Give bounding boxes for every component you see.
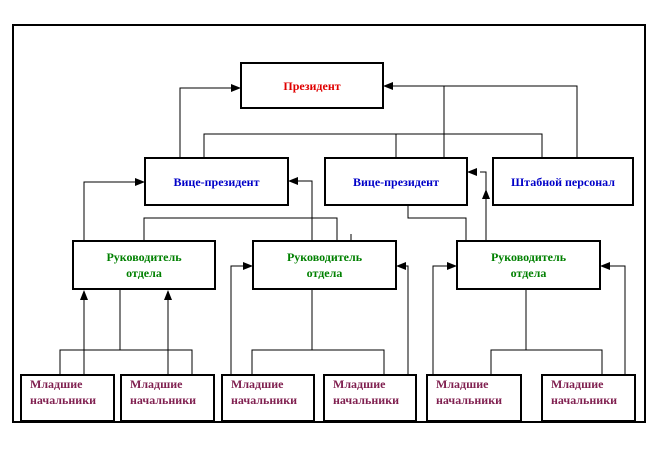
junior-label-1a: Младшие	[30, 377, 83, 391]
junior5-to-head3-arrow	[432, 262, 457, 374]
junior-label-4a: Младшие	[333, 377, 386, 391]
diagram-frame	[12, 24, 646, 423]
junior-label-1b: начальники	[30, 393, 97, 407]
junior6-to-head3-arrow	[600, 262, 626, 374]
vice-president-box-2: Вице-президент	[324, 157, 468, 206]
junior-box-4: Младшие начальники	[323, 374, 417, 422]
department-head-label-2a: Руководитель	[286, 250, 363, 264]
junior-label-4b: начальники	[333, 393, 400, 407]
junior-box-5: Младшие начальники	[426, 374, 522, 422]
junior-box-3: Младшие начальники	[221, 374, 315, 422]
junior-label-6a: Младшие	[551, 377, 604, 391]
staff-box: Штабной персонал	[492, 157, 634, 206]
staff-to-president-arrow	[383, 82, 578, 157]
department-head-label-1b: отдела	[126, 266, 162, 280]
junior4-to-head2-arrow	[396, 262, 409, 374]
department-head-box-3: Руководитель отдела	[456, 240, 601, 290]
junior-label-3b: начальники	[231, 393, 298, 407]
vp1-to-president-arrow	[179, 84, 241, 157]
staff-label: Штабной персонал	[510, 174, 616, 189]
vice-president-box-1: Вице-президент	[144, 157, 289, 206]
department-head-label-3b: отдела	[510, 266, 547, 280]
head1-to-vp1-arrow	[83, 178, 145, 240]
head3-juniors-bus	[490, 349, 603, 374]
junior-label-3a: Младшие	[231, 377, 284, 391]
junior-box-1: Младшие начальники	[20, 374, 115, 422]
president-box: Президент	[240, 62, 384, 109]
junior-box-6: Младшие начальники	[541, 374, 636, 422]
head1-juniors-bus	[59, 349, 193, 374]
department-head-box-1: Руководитель отдела	[72, 240, 216, 290]
junior-label-5b: начальники	[436, 393, 503, 407]
mid-bus-line	[143, 217, 338, 240]
department-head-label-2b: отдела	[306, 266, 343, 280]
department-head-box-2: Руководитель отдела	[252, 240, 397, 290]
junior-box-2: Младшие начальники	[120, 374, 215, 422]
junior-label-6b: начальники	[551, 393, 618, 407]
vice-president-label-2: Вице-президент	[352, 174, 439, 189]
head2-juniors-bus	[251, 349, 385, 374]
junior-label-5a: Младшие	[436, 377, 489, 391]
head2-to-vp1-arrow	[288, 177, 313, 240]
vp2-to-head3-line	[407, 206, 467, 240]
department-head-label-3a: Руководитель	[490, 250, 567, 264]
junior-label-2b: начальники	[130, 393, 197, 407]
vice-president-label-1: Вице-президент	[173, 174, 260, 189]
department-head-label-1a: Руководитель	[106, 250, 182, 264]
top-bus-line	[203, 133, 543, 157]
junior3-to-head2-arrow	[230, 262, 253, 374]
junior-label-2a: Младшие	[130, 377, 183, 391]
president-label: Президент	[283, 78, 341, 93]
